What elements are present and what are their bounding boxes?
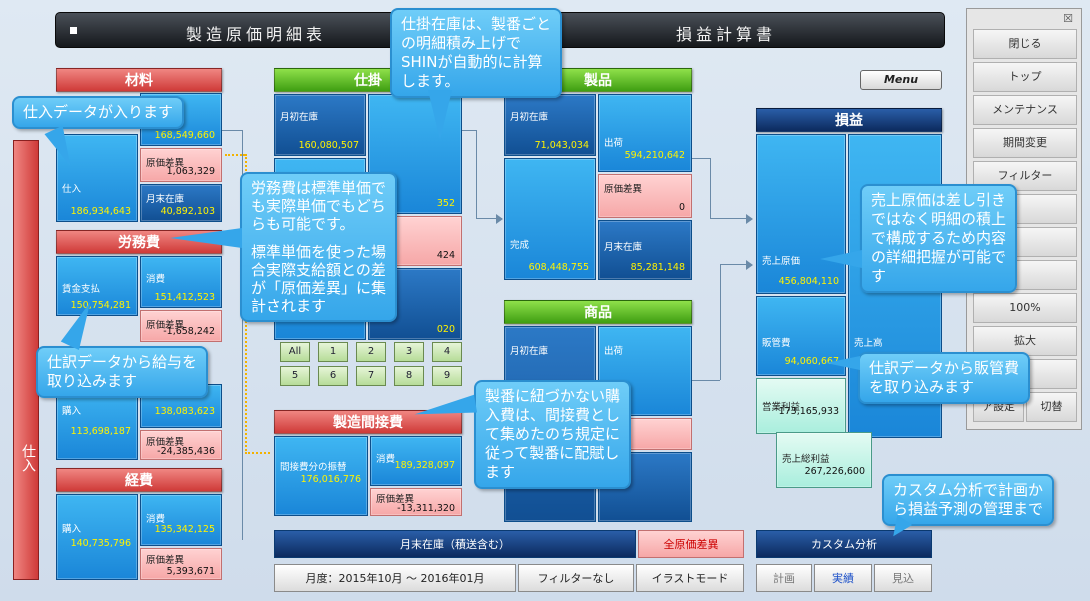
lot-button[interactable]: 6: [318, 366, 348, 386]
menu-item-zoom-100[interactable]: 100%: [973, 293, 1077, 323]
connector-line: [692, 158, 710, 159]
close-icon[interactable]: ☒: [1063, 12, 1073, 25]
menu-item-period-change[interactable]: 期間変更: [973, 128, 1077, 158]
overhead-consumption-cell[interactable]: 消費 189,328,097: [370, 436, 462, 486]
connector-line: [710, 218, 750, 219]
finished-opening-cell[interactable]: 月初在庫 71,043,034: [504, 94, 596, 156]
menu-item-maintenance[interactable]: メンテナンス: [973, 95, 1077, 125]
callout-custom-analysis: カスタム分析で計画か ら損益予測の管理まで: [882, 474, 1055, 526]
callout-purchase-data: 仕入データが入ります: [12, 96, 185, 129]
expenses-variance-cell[interactable]: 原価差異 5,393,671: [140, 548, 222, 580]
callout-labor: 労務費は標準単価で も実際単価でもどち らも可能です。 標準単価を使った場 合実…: [240, 172, 398, 322]
pl-gross-profit-cell[interactable]: 売上総利益 267,226,600: [776, 432, 872, 488]
overhead-header[interactable]: 製造間接費: [274, 410, 462, 434]
lot-button[interactable]: 8: [394, 366, 424, 386]
expenses-purchase-cell[interactable]: 購入 140,735,796: [56, 494, 138, 580]
callout-sga: 仕訳データから販管費 を取り込みます: [858, 352, 1031, 404]
connector-line: [710, 158, 711, 218]
outsourcing-variance-cell[interactable]: 原価差異 -24,385,436: [140, 430, 222, 460]
period-button[interactable]: 月度：2015年10月 ～ 2016年01月: [274, 564, 516, 592]
forecast-button[interactable]: 見込: [874, 564, 932, 592]
custom-analysis-button[interactable]: カスタム分析: [756, 530, 932, 558]
expenses-consumption-cell[interactable]: 消費 135,342,125: [140, 494, 222, 546]
arrow-right-icon: [746, 214, 753, 224]
callout-cogs: 売上原価は差し引き ではなく明細の積上 で構成するため内容 の詳細把握が可能で …: [860, 184, 1018, 293]
callout-payroll: 仕訳データから給与を 取り込みます: [36, 346, 209, 398]
callout-tail: [820, 250, 862, 268]
menu-item-top[interactable]: トップ: [973, 62, 1077, 92]
labor-consumption-cell[interactable]: 消費 151,412,523: [140, 256, 222, 308]
lot-button-all[interactable]: All: [280, 342, 310, 362]
labor-pay-cell[interactable]: 賃金支払 150,754,281: [56, 256, 138, 316]
overhead-variance-cell[interactable]: 原価差異 -13,311,320: [370, 488, 462, 516]
title-manufacturing-cost: 製造原価明細表: [186, 25, 327, 44]
lot-button[interactable]: 2: [356, 342, 386, 362]
arrow-right-icon: [746, 260, 753, 270]
callout-overhead: 製番に紐づかない購 入費は、間接費とし て集めたのち規定に 従って製番に配賦し …: [474, 380, 632, 489]
dotted-connector: [225, 154, 245, 156]
connector-line: [720, 264, 721, 380]
material-purchase-cell[interactable]: 仕入 186,934,643: [56, 134, 138, 222]
ending-inventory-bar[interactable]: 月末在庫（積送含む）: [274, 530, 636, 558]
connector-line: [222, 130, 242, 131]
purchase-side-label: 仕入: [13, 140, 39, 580]
lot-button[interactable]: 1: [318, 342, 348, 362]
plan-button[interactable]: 計画: [756, 564, 812, 592]
finished-complete-cell[interactable]: 完成 608,448,755: [504, 158, 596, 280]
finished-shipped-cell[interactable]: 出荷 594,210,642: [598, 94, 692, 172]
menu-item-switch[interactable]: 切替: [1026, 392, 1077, 422]
dotted-connector: [245, 452, 270, 454]
finished-ending-cell[interactable]: 月末在庫 85,281,148: [598, 220, 692, 280]
arrow-right-icon: [496, 214, 503, 224]
lot-number-grid: All 1 2 3 4 5 6 7 8 9: [280, 342, 462, 388]
expenses-header[interactable]: 経費: [56, 468, 222, 492]
labor-variance-cell[interactable]: 原価差異 -1,658,242: [140, 310, 222, 342]
connector-line: [462, 130, 476, 131]
pl-operating-profit-cell[interactable]: 営業利益 173,165,933: [756, 378, 846, 434]
callout-tail: [826, 356, 860, 370]
wip-opening-cell[interactable]: 月初在庫 160,080,507: [274, 94, 366, 156]
material-header[interactable]: 材料: [56, 68, 222, 92]
overhead-allocation-cell[interactable]: 間接費分の振替 176,016,776: [274, 436, 368, 516]
all-variance-button[interactable]: 全原価差異: [638, 530, 744, 558]
callout-tail: [428, 90, 452, 140]
illustration-mode-button[interactable]: イラストモード: [636, 564, 744, 592]
connector-line: [242, 130, 243, 540]
side-menu-panel: ☒ 閉じる トップ メンテナンス 期間変更 フィルター 100% 拡大 ア設定 …: [966, 8, 1082, 430]
callout-tail: [170, 228, 242, 248]
title-profit-loss: 損益計算書: [676, 25, 777, 44]
merchandise-header[interactable]: 商品: [504, 300, 692, 324]
pl-header[interactable]: 損益: [756, 108, 942, 132]
connector-line: [476, 218, 502, 219]
filter-button[interactable]: フィルターなし: [518, 564, 634, 592]
actual-button[interactable]: 実績: [814, 564, 872, 592]
connector-line: [476, 130, 477, 218]
connector-line: [720, 264, 750, 265]
material-ending-cell[interactable]: 月末在庫 40,892,103: [140, 184, 222, 222]
lot-button[interactable]: 9: [432, 366, 462, 386]
material-variance-cell[interactable]: 原価差異 1,063,329: [140, 148, 222, 182]
finished-variance-cell[interactable]: 原価差異 0: [598, 174, 692, 218]
lot-button[interactable]: 4: [432, 342, 462, 362]
menu-button[interactable]: Menu: [860, 70, 942, 90]
pl-cogs-cell[interactable]: 売上原価 456,804,110: [756, 134, 846, 294]
menu-item-close[interactable]: 閉じる: [973, 29, 1077, 59]
lot-button[interactable]: 3: [394, 342, 424, 362]
connector-line: [692, 380, 720, 381]
lot-button[interactable]: 7: [356, 366, 386, 386]
window-square-icon: [70, 27, 77, 34]
callout-wip: 仕掛在庫は、製番ごと の明細積み上げで SHINが自動的に計算 します。: [390, 8, 563, 98]
lot-button[interactable]: 5: [280, 366, 310, 386]
